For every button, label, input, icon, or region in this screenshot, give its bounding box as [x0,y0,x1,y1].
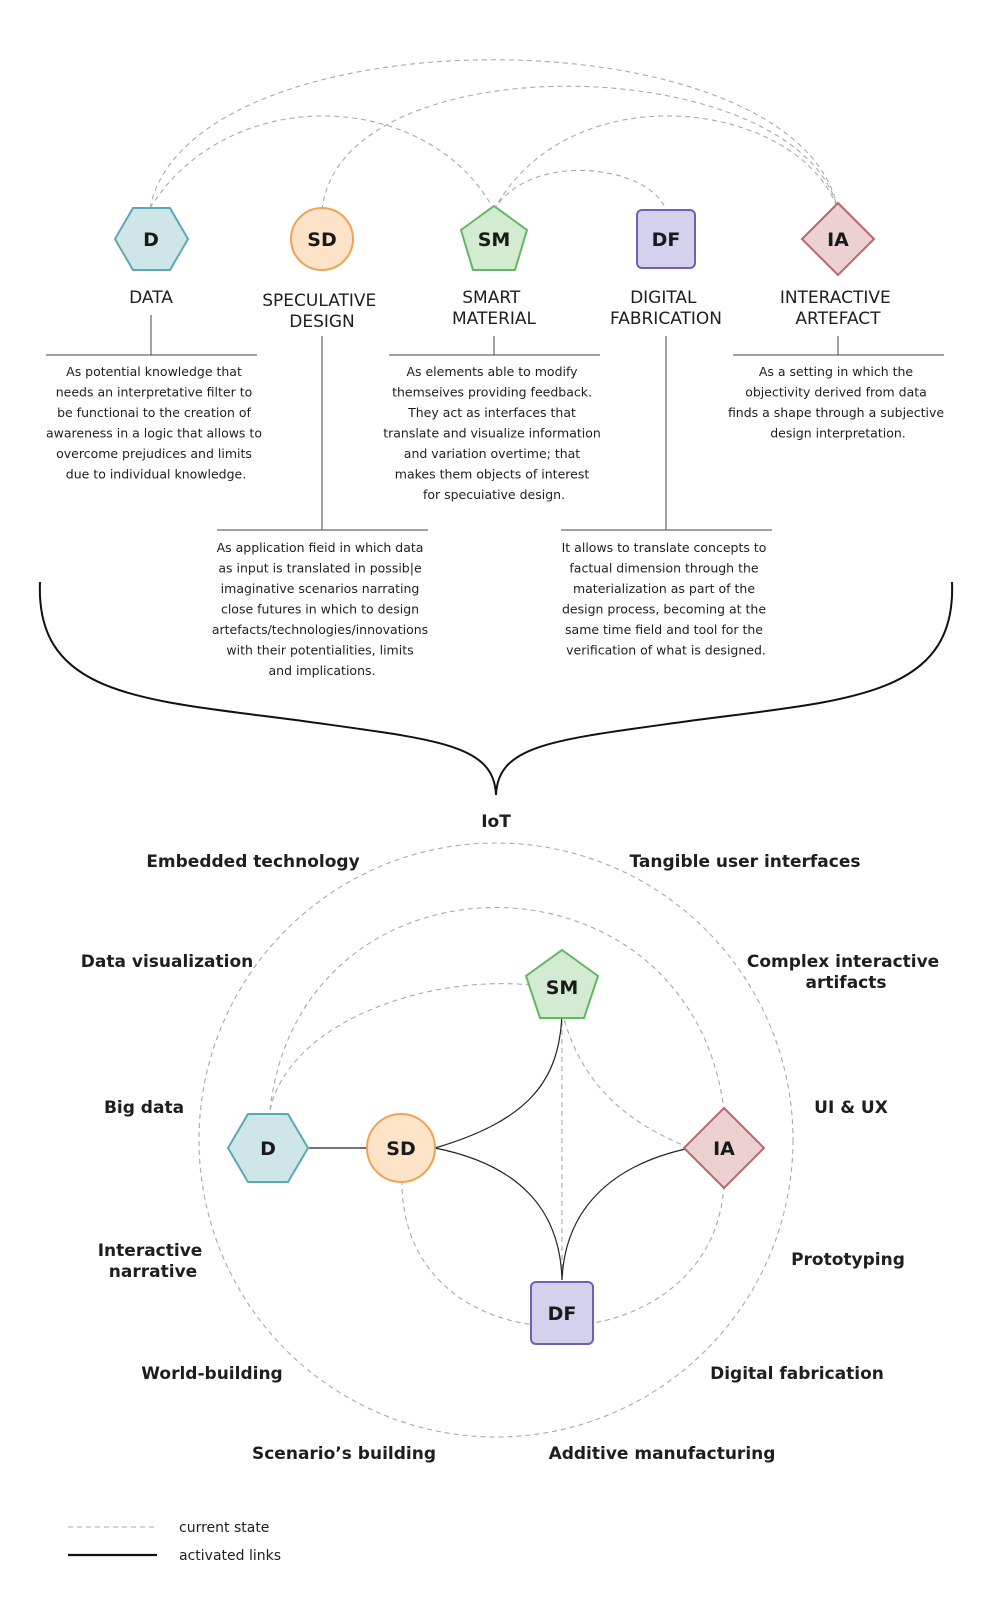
bottom-node-speculative-design: SD [366,1113,436,1183]
link-sd-ia [321,85,839,211]
label-interactive-narrative: Interactive narrative [98,1241,209,1282]
descriptions: As potential knowledge that needs an int… [46,364,948,678]
description-speculative-design: As application fieid in which data as in… [212,540,432,678]
label-tangible-user-interfaces: Tangible user interfaces [629,852,860,872]
inner-dashed-arc-d-ia [269,907,725,1111]
legend-current-state: current state [179,1520,269,1536]
node-titles: DATA SPECULATIVE DESIGN SMART MATERIAL D… [129,288,896,332]
label-world-building: World-building [141,1364,282,1384]
label-embedded-technology: Embedded technology [146,852,359,872]
ring-labels: IoT Embedded technology Tangible user in… [81,812,945,1464]
solid-sd-sm [434,1011,563,1149]
node-interactive-artefact: IA [800,201,876,277]
link-d-ia [149,59,839,211]
node-speculative-design-abbr: SD [307,229,336,251]
link-d-sm [149,115,495,211]
bottom-node-smart-material-abbr: SM [546,977,579,999]
bottom-node-speculative-design-abbr: SD [386,1138,415,1160]
label-big-data: Big data [104,1098,184,1118]
interactive-artefact-diamond-icon [800,201,876,277]
bottom-node-interactive-artefact: IA [682,1106,766,1190]
title-data: DATA [129,288,173,308]
speculative-design-circle-icon [366,1113,436,1183]
top-nodes: D SD SM DF IA [113,201,876,277]
digital-fabrication-square-icon [530,1281,594,1345]
label-iot: IoT [481,812,511,832]
title-digital-fabrication: DIGITAL FABRICATION [610,288,722,329]
dashed-sm-ia [561,1011,691,1149]
node-data-abbr: D [143,229,159,251]
inner-dashed-arc-d-sm [269,983,531,1111]
link-sm-ia [493,115,839,211]
node-smart-material-abbr: SM [478,229,511,251]
bottom-node-data-abbr: D [260,1138,276,1160]
digital-fabrication-square-icon [636,209,696,269]
top-current-state-links [149,59,839,211]
title-interactive-artefact: INTERACTIVE ARTEFACT [780,288,896,329]
link-sm-df [493,169,667,211]
label-prototyping: Prototyping [791,1250,905,1270]
data-hexagon-icon [113,207,190,271]
description-digital-fabrication: It allows to translate concepts to factu… [562,540,771,658]
smart-material-pentagon-icon [524,948,600,1019]
smart-material-pentagon-icon [459,204,529,271]
legend: current state activated links [68,1520,281,1564]
node-data: D [113,207,190,271]
solid-sd-df [434,1147,563,1281]
title-smart-material: SMART MATERIAL [452,288,537,329]
bottom-node-interactive-artefact-abbr: IA [713,1138,735,1160]
title-speculative-design: SPECULATIVE DESIGN [262,291,381,332]
solid-ia-df [561,1147,691,1281]
bottom-node-digital-fabrication: DF [530,1281,594,1345]
label-scenarios-building: Scenario’s building [252,1444,436,1464]
bottom-node-smart-material: SM [524,948,600,1019]
bottom-links [269,907,725,1327]
node-digital-fabrication: DF [636,209,696,269]
node-smart-material: SM [459,204,529,271]
label-ui-ux: UI & UX [814,1098,888,1118]
node-digital-fabrication-abbr: DF [652,229,681,251]
label-additive-manufacturing: Additive manufacturing [549,1444,776,1464]
label-digital-fabrication: Digital fabrication [710,1364,884,1384]
data-hexagon-icon [226,1113,310,1183]
outer-ring [198,842,794,1438]
node-interactive-artefact-abbr: IA [827,229,849,251]
description-data: As potential knowledge that needs an int… [46,364,266,482]
description-rules [46,315,944,531]
description-smart-material: As elements able to modify themseives pr… [383,364,605,502]
interactive-artefact-diamond-icon [682,1106,766,1190]
speculative-design-circle-icon [290,207,354,271]
bottom-node-digital-fabrication-abbr: DF [548,1303,577,1325]
bottom-node-data: D [226,1113,310,1183]
node-speculative-design: SD [290,207,354,271]
bottom-nodes: D SD SM DF IA [226,948,766,1345]
label-complex-interactive-artifacts: Complex interactive artifacts [747,952,945,993]
description-interactive-artefact: As a setting in which the objectivity de… [728,364,948,441]
legend-activated-links: activated links [179,1548,281,1564]
label-data-visualization: Data visualization [81,952,253,972]
merge-brace [38,581,954,796]
